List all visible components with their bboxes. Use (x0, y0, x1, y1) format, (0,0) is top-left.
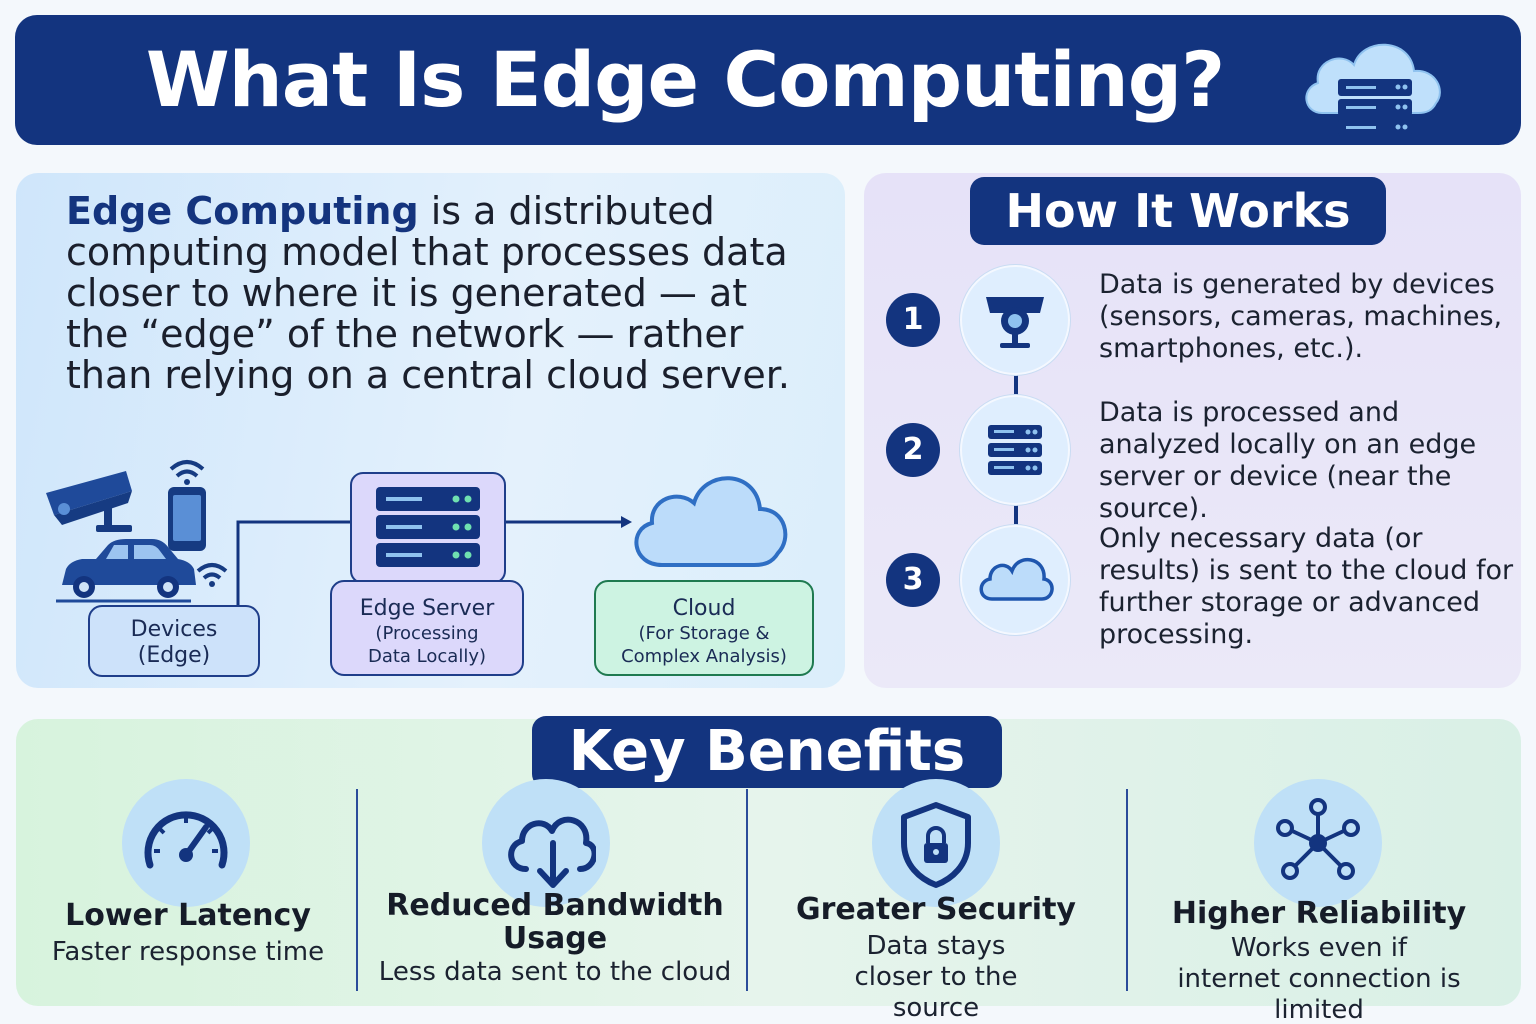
step-connector (1014, 373, 1018, 399)
step-number: 3 (886, 553, 940, 607)
network-hub-icon (1254, 779, 1382, 907)
step-text: Data is processed and analyzed locally o… (1099, 397, 1477, 524)
cloud-icon (634, 476, 788, 567)
benefit-divider (1126, 789, 1128, 991)
server-icon (960, 395, 1070, 505)
benefit-subtitle: Works even if internet connection is lim… (1177, 933, 1461, 1024)
benefit-title: Higher Reliability (1171, 896, 1467, 931)
benefit-higher-reliability: Higher Reliability Works even if interne… (1156, 719, 1482, 1024)
how-it-works-title: How It Works (970, 177, 1386, 245)
benefit-subtitle: Faster response time (51, 937, 325, 967)
cloud-subtitle-1: (For Storage & (638, 623, 770, 644)
edge-server-subtitle-2: Data Locally) (367, 646, 487, 667)
devices-to-server-line (236, 520, 351, 605)
cloud-download-icon (482, 779, 610, 907)
benefit-greater-security: Greater Security Data stays closer to th… (786, 719, 1086, 1023)
edge-server-label: Edge Server (Processing Data Locally) (330, 580, 524, 676)
definition-term: Edge Computing (66, 189, 419, 233)
devices-label: Devices (Edge) (88, 605, 260, 677)
arrow-head-icon (621, 516, 632, 528)
devices-subtitle: (Edge) (137, 643, 211, 668)
benefit-divider (356, 789, 358, 991)
benefit-lower-latency: Lower Latency Faster response time (36, 719, 340, 1006)
benefits-title: Key Benefits (532, 716, 1002, 788)
edge-server-icon (350, 472, 506, 584)
definition-text: Edge Computing is a distributed computin… (66, 191, 806, 396)
step-number: 1 (886, 293, 940, 347)
definition-panel: Edge Computing is a distributed computin… (16, 173, 845, 688)
smartphone-icon (168, 460, 206, 551)
header-banner: What Is Edge Computing? (15, 15, 1521, 145)
car-icon (56, 539, 228, 603)
benefits-panel: Key Benefits Lower Latency Faster respon… (16, 716, 1521, 1024)
cloud-subtitle-2: Complex Analysis) (621, 646, 787, 667)
benefit-divider (746, 789, 748, 991)
camera-icon (960, 265, 1070, 375)
cloud-title: Cloud (672, 596, 736, 621)
shield-lock-icon (872, 779, 1000, 907)
how-it-works-panel: How It Works 1 Data is generated by devi… (864, 173, 1521, 688)
cloud-label: Cloud (For Storage & Complex Analysis) (594, 580, 814, 676)
devices-title: Devices (130, 617, 218, 642)
edge-server-title: Edge Server (359, 596, 495, 621)
step-number: 2 (886, 423, 940, 477)
edge-flow-diagram (46, 460, 788, 605)
speedometer-icon (122, 779, 250, 907)
benefit-title: Lower Latency (65, 898, 311, 933)
benefit-reduced-bandwidth: Reduced Bandwidth Usage Less data sent t… (376, 719, 734, 1006)
step-text: Only necessary data (or results) is sent… (1099, 523, 1514, 650)
benefit-title: Greater Security (795, 892, 1076, 927)
step-connector (1014, 503, 1018, 529)
benefit-title: Reduced Bandwidth Usage (386, 888, 724, 956)
step-text: Data is generated by devices (sensors, c… (1099, 269, 1503, 364)
page-title: What Is Edge Computing? (145, 35, 1225, 124)
cloud-server-icon (1305, 43, 1441, 136)
security-camera-icon (46, 471, 132, 532)
edge-server-subtitle-1: (Processing (375, 623, 479, 644)
benefit-subtitle: Less data sent to the cloud (378, 957, 732, 987)
cloud-icon (960, 525, 1070, 635)
definition-body: is a distributed computing model that pr… (66, 189, 790, 397)
benefit-subtitle: Data stays closer to the source (854, 931, 1018, 1023)
